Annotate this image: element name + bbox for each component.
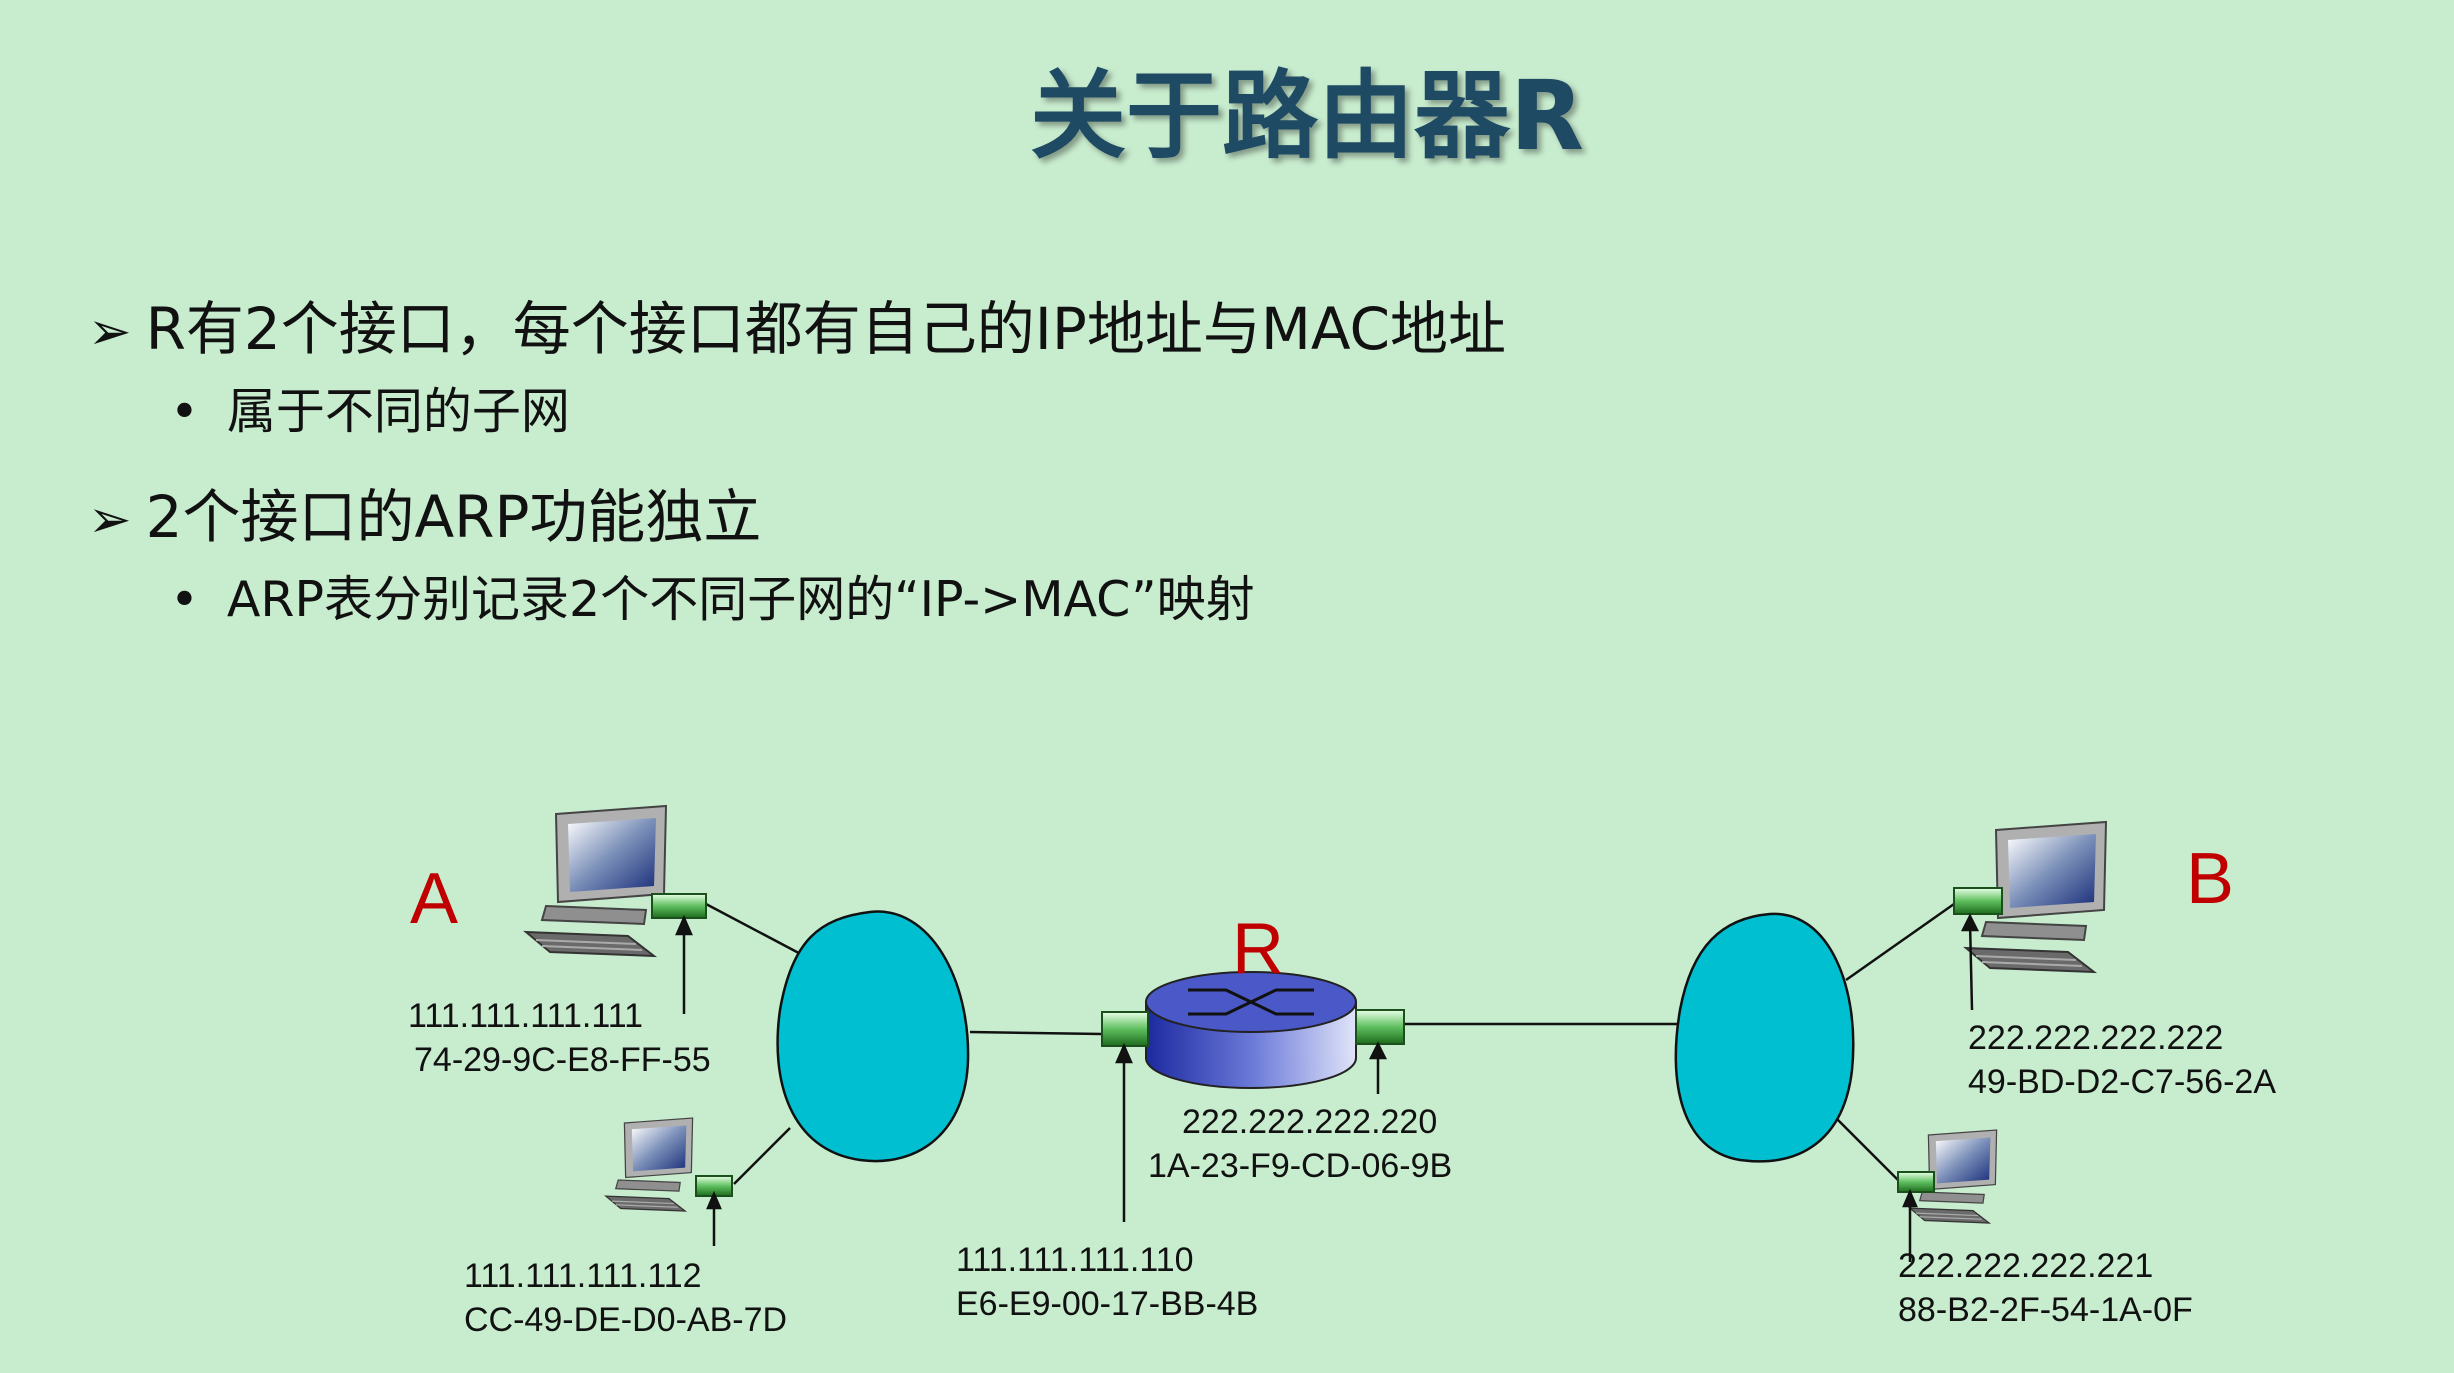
- host-a-ip: 111.111.111.111: [408, 997, 644, 1035]
- sub-bullet-1-text: 属于不同的子网: [226, 383, 570, 440]
- pointer-arrows: [675, 913, 1980, 1262]
- host-b2-mac: 88-B2-2F-54-1A-0F: [1898, 1291, 2193, 1329]
- host-b2-address: 222.222.222.221 88-B2-2F-54-1A-0F: [1898, 1244, 2193, 1332]
- router-right-ip: 222.222.222.220: [1182, 1103, 1438, 1141]
- host-a-computer-icon: [525, 805, 667, 957]
- host-a-mac: 74-29-9C-E8-FF-55: [414, 1041, 711, 1079]
- host-b-address: 222.222.222.222 49-BD-D2-C7-56-2A: [1968, 1016, 2276, 1104]
- host-a2-ip: 111.111.111.112: [464, 1257, 702, 1295]
- router-icon: [1145, 971, 1357, 1089]
- bullet-2: ➢2个接口的ARP功能独立: [88, 470, 761, 554]
- dot-bullet-icon: •: [170, 383, 199, 440]
- router-label: R: [1232, 909, 1284, 989]
- host-a2-address: 111.111.111.112 CC-49-DE-D0-AB-7D: [464, 1254, 787, 1342]
- subnet-cloud-left: [776, 910, 970, 1163]
- host-a2-computer-icon: [605, 1117, 694, 1212]
- sub-bullet-2-text: ARP表分别记录2个不同子网的“IP->MAC”映射: [226, 571, 1255, 628]
- subnet-cloud-right: [1674, 912, 1855, 1163]
- bullet-1-text: R有2个接口，每个接口都有自己的IP地址与MAC地址: [145, 295, 1507, 363]
- bullet-2-text: 2个接口的ARP功能独立: [145, 483, 762, 551]
- page-title: 关于路由器R: [1030, 60, 1584, 172]
- router-right-mac: 1A-23-F9-CD-06-9B: [1148, 1147, 1453, 1185]
- bullet-1: ➢R有2个接口，每个接口都有自己的IP地址与MAC地址: [88, 282, 1506, 366]
- arrow-bullet-icon: ➢: [88, 490, 132, 550]
- arrow-bullet-icon: ➢: [88, 302, 132, 362]
- host-a2-mac: CC-49-DE-D0-AB-7D: [464, 1301, 788, 1339]
- host-a-label: A: [410, 859, 459, 939]
- host-a-address: 111.111.111.111 74-29-9C-E8-FF-55: [408, 994, 711, 1082]
- host-b-mac: 49-BD-D2-C7-56-2A: [1968, 1063, 2276, 1101]
- router-left-interface: 111.111.111.110 E6-E9-00-17-BB-4B: [956, 1238, 1258, 1326]
- host-b-ip: 222.222.222.222: [1968, 1019, 2224, 1057]
- dot-bullet-icon: •: [170, 571, 199, 628]
- router-left-mac: E6-E9-00-17-BB-4B: [956, 1285, 1259, 1323]
- router-left-ip: 111.111.111.110: [956, 1241, 1194, 1279]
- host-b2-ip: 222.222.222.221: [1898, 1247, 2154, 1285]
- sub-bullet-2: • ARP表分别记录2个不同子网的“IP->MAC”映射: [170, 560, 1255, 631]
- links: [705, 902, 1955, 1185]
- sub-bullet-1: • 属于不同的子网: [170, 372, 570, 443]
- router-right-interface: 222.222.222.220 1A-23-F9-CD-06-9B: [1148, 1100, 1452, 1188]
- nic-adapters: [651, 887, 2003, 1197]
- host-b-label: B: [2186, 839, 2235, 919]
